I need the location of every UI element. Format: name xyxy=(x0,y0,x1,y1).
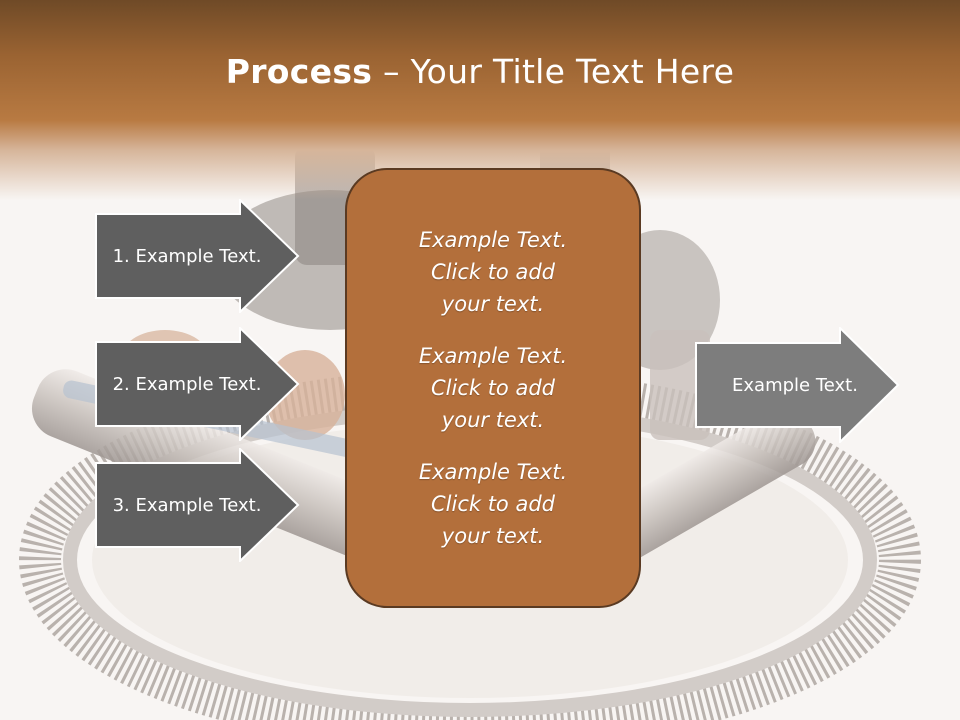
arrow-label-1: 1. Example Text. xyxy=(112,245,262,267)
center-text-box[interactable]: Example Text. Click to add your text. Ex… xyxy=(345,168,641,608)
title-bold: Process xyxy=(225,52,373,91)
center-text-block-3[interactable]: Example Text. Click to add your text. xyxy=(418,460,568,548)
right-arrow-label: Example Text. xyxy=(732,374,858,396)
arrow-shape-icon xyxy=(95,199,300,313)
right-arrow[interactable]: Example Text. xyxy=(695,327,900,443)
left-arrow-3[interactable]: 3. Example Text. xyxy=(95,448,300,562)
arrow-shape-icon xyxy=(695,327,900,443)
center-text-block-1[interactable]: Example Text. Click to add your text. xyxy=(418,228,568,316)
title-bar xyxy=(0,0,960,200)
arrow-label-3: 3. Example Text. xyxy=(112,494,262,516)
slide-title: Process – Your Title Text Here xyxy=(0,52,960,91)
arrow-shape-icon xyxy=(95,327,300,441)
center-text-block-2[interactable]: Example Text. Click to add your text. xyxy=(418,344,568,432)
arrow-shape-icon xyxy=(95,448,300,562)
left-arrow-2[interactable]: 2. Example Text. xyxy=(95,327,300,441)
arrow-label-2: 2. Example Text. xyxy=(112,373,262,395)
title-rest: – Your Title Text Here xyxy=(372,52,735,91)
left-arrow-1[interactable]: 1. Example Text. xyxy=(95,199,300,313)
